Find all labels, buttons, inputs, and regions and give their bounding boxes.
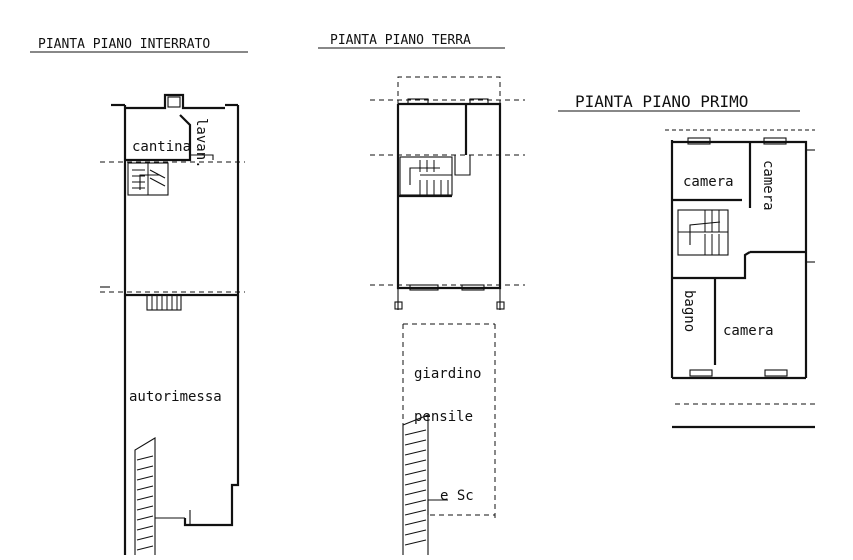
ext-stair-outline bbox=[402, 414, 429, 555]
basement-ramp-stair bbox=[134, 437, 156, 555]
basement-ramp-outline bbox=[134, 437, 156, 555]
ext-stair-step bbox=[404, 429, 427, 436]
basement-staircase bbox=[127, 162, 169, 196]
basement-stair-step bbox=[149, 177, 166, 187]
ground-stair-arrow bbox=[409, 167, 440, 185]
basement-top-wall bbox=[125, 93, 225, 110]
title-basement: PIANTA PIANO INTERRATO bbox=[38, 37, 210, 52]
plan-first: camera camera bagno camera bbox=[665, 129, 815, 429]
ext-stair-step bbox=[404, 499, 427, 506]
basement-stair-step bbox=[149, 169, 166, 179]
ramp-step bbox=[136, 545, 154, 551]
label-camera-2: camera bbox=[760, 160, 776, 211]
basement-right-wall bbox=[183, 105, 240, 527]
ground-closet bbox=[454, 155, 471, 176]
ext-stair-step bbox=[404, 439, 427, 446]
ext-stair-step bbox=[404, 519, 427, 526]
label-esc: e Sc bbox=[440, 488, 474, 504]
ramp-step bbox=[136, 505, 154, 511]
ground-window-top-1 bbox=[407, 98, 429, 105]
ext-stair-step bbox=[404, 449, 427, 456]
ramp-step bbox=[136, 515, 154, 521]
first-window-bottom-1 bbox=[689, 369, 713, 377]
basement-stair-arrow bbox=[139, 174, 160, 190]
ground-window-bottom-2 bbox=[461, 284, 485, 291]
ext-stair-step bbox=[404, 509, 427, 516]
title-ground: PIANTA PIANO TERRA bbox=[330, 33, 471, 48]
ext-stair-step bbox=[404, 489, 427, 496]
label-autorimessa: autorimessa bbox=[129, 389, 222, 405]
first-staircase bbox=[677, 209, 729, 256]
plan-basement: cantina lavan. autorimessa bbox=[100, 93, 245, 555]
label-camera-3: camera bbox=[723, 323, 774, 339]
ramp-step bbox=[136, 495, 154, 501]
first-window-top-1 bbox=[687, 137, 711, 145]
first-wall-stair-bottom bbox=[672, 251, 751, 280]
ground-window-top-2 bbox=[469, 98, 489, 105]
label-giardino: giardino bbox=[414, 366, 481, 382]
ramp-step bbox=[136, 455, 154, 461]
first-window-top-2 bbox=[763, 137, 787, 145]
basement-chimney bbox=[167, 96, 181, 108]
ext-stair-step bbox=[404, 459, 427, 466]
ground-staircase bbox=[399, 156, 453, 196]
title-first: PIANTA PIANO PRIMO bbox=[575, 92, 748, 111]
ramp-step bbox=[136, 465, 154, 471]
basement-mid-stair-box bbox=[146, 294, 182, 311]
ramp-step bbox=[136, 525, 154, 531]
basement-mid-stair bbox=[146, 294, 182, 311]
garden-post-right bbox=[496, 301, 505, 310]
ramp-step bbox=[136, 475, 154, 481]
label-bagno: bagno bbox=[681, 290, 697, 332]
ext-stair-step bbox=[404, 539, 427, 546]
plan-ground: giardino pensile e Sc bbox=[370, 76, 525, 555]
first-top-right-wall bbox=[672, 140, 808, 378]
ext-stair-step bbox=[404, 479, 427, 486]
ground-external-stair bbox=[402, 414, 429, 555]
ext-stair-step bbox=[404, 469, 427, 476]
ground-garden bbox=[394, 288, 505, 520]
ramp-step bbox=[136, 485, 154, 491]
label-lavan: lavan. bbox=[193, 118, 209, 169]
label-cantina: cantina bbox=[132, 139, 191, 155]
garden-post-left bbox=[394, 301, 403, 310]
ground-stair-box bbox=[399, 156, 453, 196]
ramp-step bbox=[136, 535, 154, 541]
ext-stair-step bbox=[404, 529, 427, 536]
first-stair-arrow bbox=[689, 221, 721, 245]
ground-roof-outline bbox=[397, 76, 501, 105]
lavan-partition bbox=[189, 125, 214, 160]
ground-window-bottom-1 bbox=[409, 284, 439, 291]
first-window-bottom-2 bbox=[764, 369, 788, 377]
label-camera-1: camera bbox=[683, 174, 734, 190]
label-pensile: pensile bbox=[414, 409, 473, 425]
